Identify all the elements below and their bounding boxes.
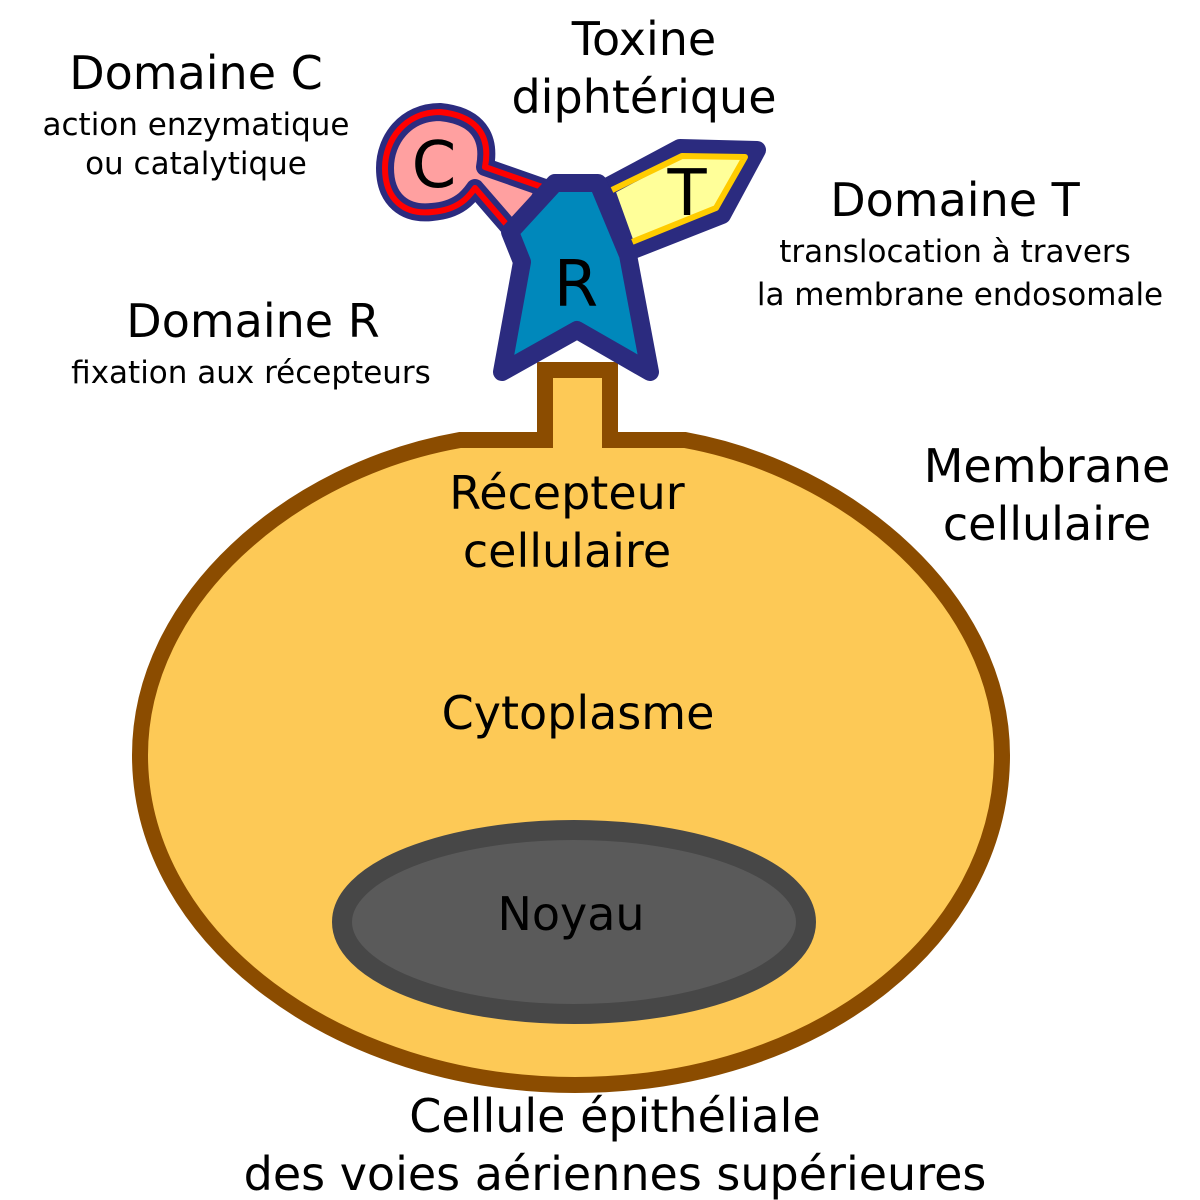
toxin-title-line1: Toxine <box>571 12 717 66</box>
nucleus-label: Noyau <box>497 887 645 941</box>
domain-r-title: Domaine R <box>126 294 380 348</box>
domain-r-letter: R <box>553 248 599 322</box>
nucleus <box>332 820 816 1024</box>
toxin-title-line2: diphtérique <box>511 70 777 124</box>
receptor-label-line1: Récepteur <box>449 466 685 520</box>
domain-r-desc: fixation aux récepteurs <box>71 355 431 391</box>
domain-c-desc-line2: ou catalytique <box>85 146 307 182</box>
domain-r-shape <box>493 174 659 381</box>
cell-caption-line1: Cellule épithéliale <box>409 1089 821 1143</box>
domain-c-title: Domaine C <box>69 46 323 100</box>
receptor-label-line2: cellulaire <box>462 524 672 578</box>
domain-t-title: Domaine T <box>830 173 1080 227</box>
membrane-label-line1: Membrane <box>923 439 1171 493</box>
domain-t-desc-line1: translocation à travers <box>779 234 1131 270</box>
domain-c-desc-line1: action enzymatique <box>42 107 350 143</box>
domain-c-letter: C <box>411 129 457 203</box>
cytoplasm-label: Cytoplasme <box>441 686 715 740</box>
domain-t-letter: T <box>667 157 707 231</box>
domain-c-border <box>382 109 546 242</box>
cell-caption-line2: des voies aériennes supérieures <box>243 1147 987 1200</box>
membrane-label-line2: cellulaire <box>942 497 1152 551</box>
domain-t-desc-line2: la membrane endosomale <box>756 277 1164 313</box>
domain-t-border <box>610 153 748 245</box>
